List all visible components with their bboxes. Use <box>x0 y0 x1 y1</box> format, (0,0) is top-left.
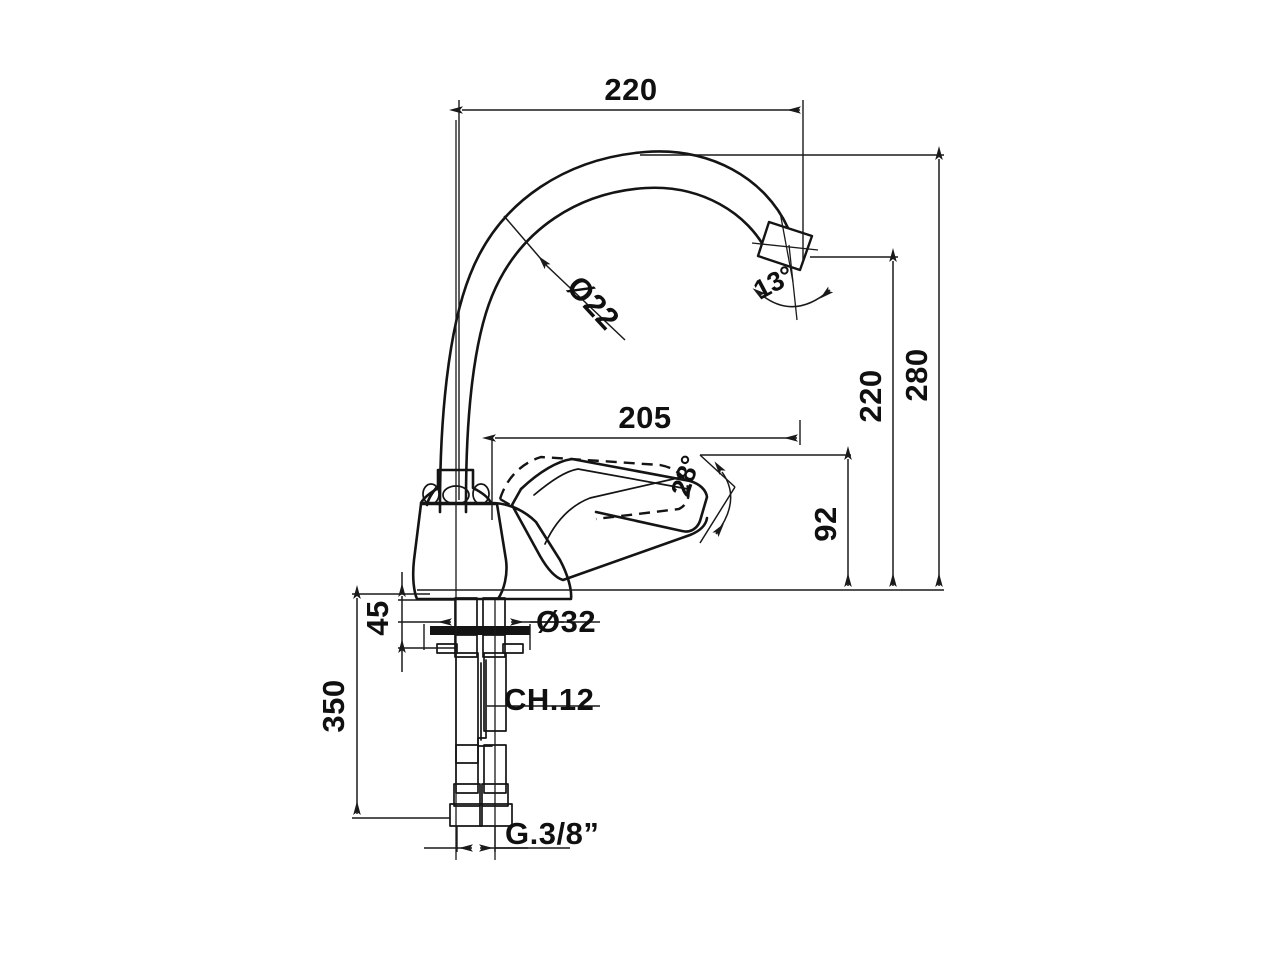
spout-outlet-nozzle <box>751 211 819 283</box>
dimension-tube-diameter-22: Ø22 <box>503 215 627 341</box>
washer-tab-right <box>502 643 524 654</box>
lock-nut-left <box>454 634 478 658</box>
dimension-label-g38: G.3/8” <box>505 816 599 851</box>
shank-left-thread <box>454 597 478 629</box>
dimension-lever-height-92: 92 <box>700 446 852 587</box>
spout-inner-curve <box>464 186 770 502</box>
lever-crease-mid <box>544 476 683 545</box>
faucet-body <box>411 468 573 601</box>
dimension-label-220-top: 220 <box>604 72 657 107</box>
body-lever-bridge <box>489 501 573 601</box>
dimension-label-205: 205 <box>618 400 671 435</box>
dimension-deck-45: 45 <box>360 572 455 672</box>
lever-lower-edge <box>510 487 709 582</box>
dimension-hose-length-350: 350 <box>316 585 450 819</box>
dimension-label-45: 45 <box>360 600 395 635</box>
dimension-label-d32: Ø32 <box>536 604 596 639</box>
dimension-spanner-ch12: CH.12 <box>487 682 600 717</box>
dimension-lever-reach-205: 205 <box>482 400 801 520</box>
dimension-label-280: 280 <box>899 348 934 401</box>
dimension-base-diameter-32: Ø32 <box>398 604 600 650</box>
dimension-label-350: 350 <box>316 679 351 732</box>
dimension-label-92: 92 <box>808 506 843 541</box>
dimension-outlet-height-220: 220 <box>810 248 898 587</box>
flexible-hoses-upper <box>455 652 507 764</box>
tie-rod-stem <box>477 659 493 747</box>
lever-crease-top <box>533 468 689 496</box>
lever-raised-outline <box>498 455 690 501</box>
lever-handle <box>498 455 709 582</box>
spout-outer-curve <box>438 150 790 507</box>
hose-nut-right <box>479 803 513 827</box>
dimension-hose-thread-g38: G.3/8” <box>424 816 599 852</box>
hose-left-lower <box>455 744 479 794</box>
deck-mount-assembly <box>430 597 530 658</box>
shank-right-thread <box>482 597 506 629</box>
spout-assembly <box>438 150 819 514</box>
hose-nut-left <box>449 803 483 827</box>
dimension-spout-reach-220: 220 <box>449 72 804 500</box>
hose-ferrule-left <box>453 783 481 807</box>
dimension-label-220-right: 220 <box>853 369 888 422</box>
center-lines <box>455 120 496 860</box>
deck-washer-plate <box>430 626 530 635</box>
dimension-label-d22: Ø22 <box>560 269 627 337</box>
dimension-label-ch12: CH.12 <box>504 682 594 717</box>
lock-nut-right <box>482 634 506 658</box>
dimension-overall-height-280: 280 <box>417 146 944 591</box>
hose-left-upper <box>455 652 479 764</box>
lever-body-outline <box>519 457 709 533</box>
lever-raised-lower <box>499 487 690 521</box>
dimension-label-28deg: 28° <box>665 452 706 500</box>
flexible-hoses-lower <box>449 744 513 827</box>
